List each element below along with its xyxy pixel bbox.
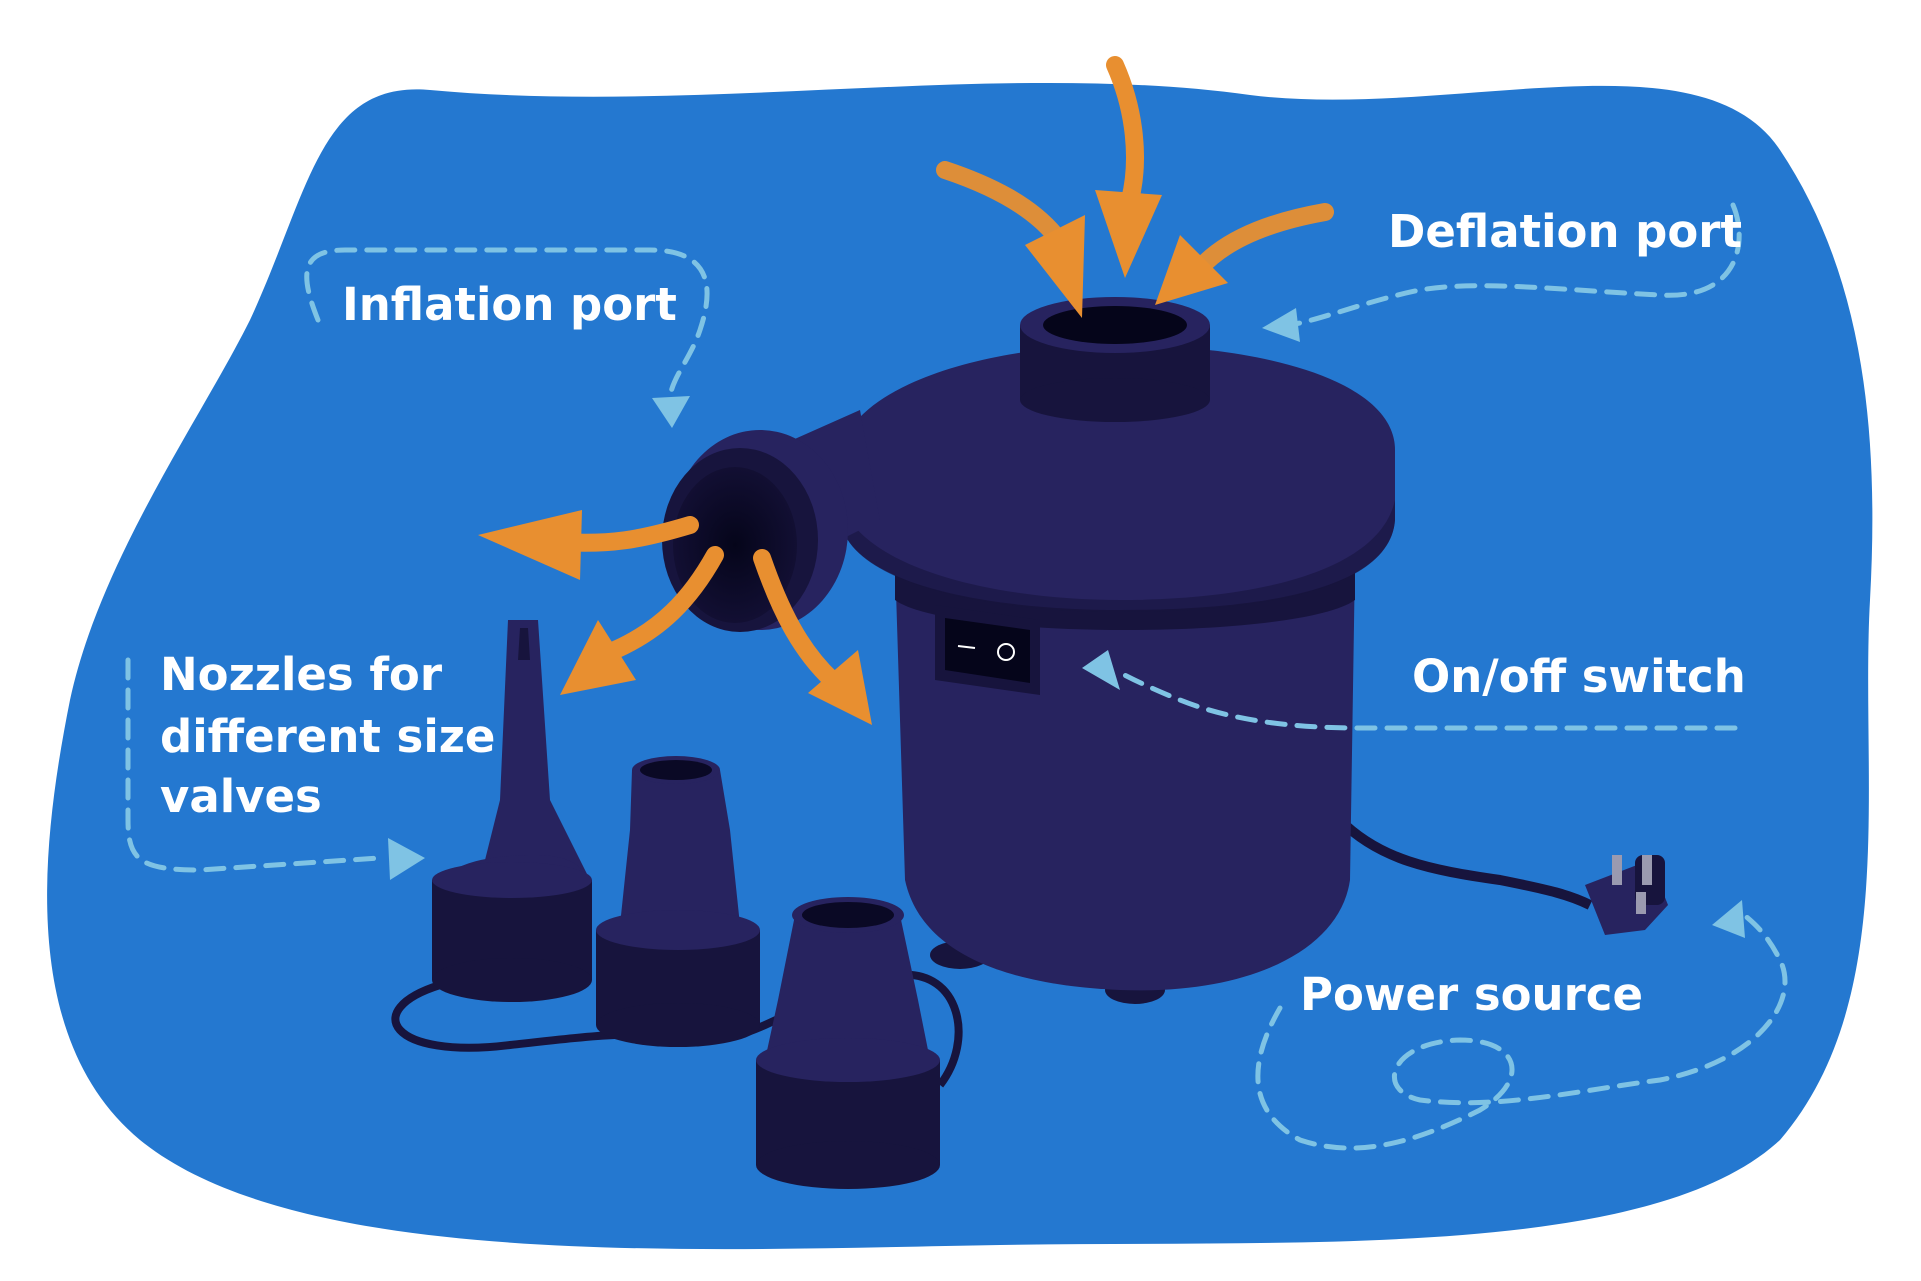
label-on-off-switch: On/off switch xyxy=(1412,650,1746,703)
nozzles xyxy=(391,620,963,1189)
pump-lid xyxy=(835,345,1395,610)
label-power-source: Power source xyxy=(1300,968,1643,1021)
label-nozzles-line1: Nozzles for xyxy=(160,648,443,701)
power-cord xyxy=(1336,816,1593,910)
nozzle-medium xyxy=(596,756,760,1047)
on-off-switch xyxy=(935,605,1040,695)
nozzle-tall xyxy=(432,620,592,1002)
labels: Inflation port Deflation port Nozzles fo… xyxy=(160,205,1746,1021)
power-plug-icon xyxy=(1585,855,1668,935)
callout-lines xyxy=(125,202,1788,1151)
air-pump xyxy=(662,297,1668,1004)
label-nozzles-line2: different size xyxy=(160,710,495,763)
switch-on-icon xyxy=(997,643,1015,661)
deflation-port xyxy=(1020,297,1210,422)
airflow-arrows xyxy=(478,56,1334,725)
label-nozzles-line3: valves xyxy=(160,770,322,823)
nozzle-wide xyxy=(756,897,940,1189)
label-deflation-port: Deflation port xyxy=(1388,205,1742,258)
switch-off-icon xyxy=(957,645,976,649)
label-inflation-port: Inflation port xyxy=(342,278,677,331)
